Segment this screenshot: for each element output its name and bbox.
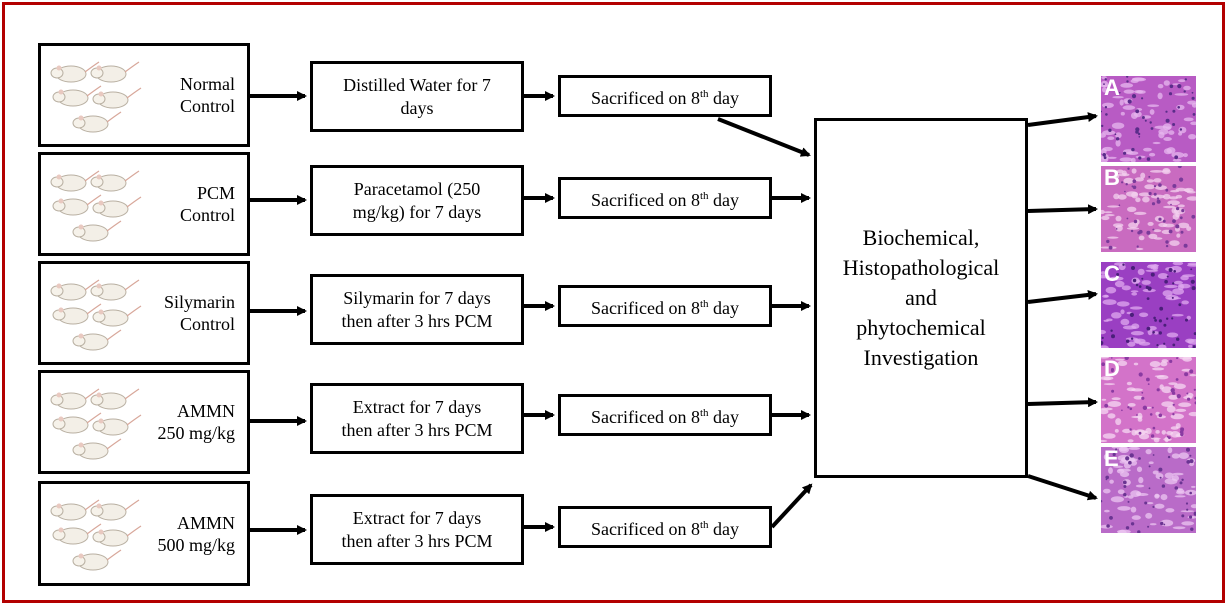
sacrifice-text: Sacrificed on 8 (590, 189, 700, 210)
treatment-line2: days (400, 97, 434, 118)
sacrifice-after: day (708, 87, 740, 108)
histology-letter: E (1104, 447, 1119, 471)
treatment-line1: Distilled Water for 7 (343, 74, 491, 95)
group-label-line1: AMMN (176, 512, 235, 533)
histology-letter: B (1104, 166, 1120, 190)
mice-icon (50, 61, 142, 133)
sacrifice-sup: th (699, 406, 709, 419)
mice-icon (50, 279, 142, 351)
histology-texture (1101, 447, 1196, 533)
histology-image-d: D (1101, 357, 1196, 443)
investigation-line3: and (905, 285, 937, 310)
group-label-line2: 250 mg/kg (157, 423, 235, 443)
sacrifice-text: Sacrificed on 8 (590, 297, 700, 318)
histology-texture (1101, 166, 1196, 252)
sacrifice-text: Sacrificed on 8 (590, 518, 700, 539)
sacrifice-box-pcm: Sacrificed on 8th day (558, 177, 772, 219)
histology-texture (1101, 357, 1196, 443)
histology-letter: C (1104, 262, 1120, 286)
mice-icon (50, 170, 142, 242)
group-label: AMMN 500 mg/kg (157, 484, 235, 583)
sacrifice-box-silymarin: Sacrificed on 8th day (558, 285, 772, 327)
group-box-silymarin-control: Silymarin Control (38, 261, 250, 365)
mice-icon (50, 388, 142, 460)
group-label: Silymarin Control (164, 264, 235, 362)
group-label-line2: Control (179, 314, 235, 334)
group-label-line2: Control (179, 205, 235, 225)
group-box-pcm-control: PCM Control (38, 152, 250, 256)
group-label: AMMN 250 mg/kg (157, 373, 235, 471)
investigation-box: Biochemical, Histopathological and phyto… (814, 118, 1028, 478)
treatment-line2: then after 3 hrs PCM (341, 530, 493, 551)
group-box-normal-control: Normal Control (38, 43, 250, 147)
treatment-line2: mg/kg) for 7 days (352, 201, 482, 222)
group-box-ammn-250: AMMN 250 mg/kg (38, 370, 250, 474)
sacrifice-after: day (708, 297, 740, 318)
treatment-line1: Extract for 7 days (352, 507, 482, 528)
group-label: PCM Control (180, 155, 235, 253)
histology-letter: D (1104, 357, 1120, 381)
group-label: Normal Control (180, 46, 235, 144)
sacrifice-text: Sacrificed on 8 (590, 87, 700, 108)
investigation-line1: Biochemical, (862, 225, 980, 250)
group-box-ammn-500: AMMN 500 mg/kg (38, 481, 250, 586)
treatment-line1: Silymarin for 7 days (343, 287, 491, 308)
sacrifice-box-ammn-500: Sacrificed on 8th day (558, 506, 772, 548)
treatment-line2: then after 3 hrs PCM (341, 419, 493, 440)
investigation-line2: Histopathological (842, 255, 1000, 280)
sacrifice-after: day (708, 189, 740, 210)
sacrifice-sup: th (699, 518, 709, 531)
group-label-line1: Silymarin (164, 292, 235, 312)
treatment-line1: Paracetamol (250 (353, 178, 481, 199)
treatment-line1: Extract for 7 days (352, 396, 482, 417)
treatment-line2: then after 3 hrs PCM (341, 310, 493, 331)
sacrifice-after: day (708, 518, 740, 539)
sacrifice-sup: th (699, 87, 709, 100)
histology-image-e: E (1101, 447, 1196, 533)
histology-image-c: C (1101, 262, 1196, 348)
histology-image-a: A (1101, 76, 1196, 162)
group-label-line1: AMMN (176, 401, 235, 421)
mice-icon (50, 499, 142, 571)
group-label-line2: 500 mg/kg (157, 534, 235, 555)
sacrifice-sup: th (699, 297, 709, 310)
sacrifice-box-ammn-250: Sacrificed on 8th day (558, 394, 772, 436)
sacrifice-box-normal: Sacrificed on 8th day (558, 75, 772, 117)
sacrifice-after: day (708, 406, 740, 427)
group-label-line1: Normal (180, 74, 235, 94)
histology-letter: A (1104, 76, 1120, 100)
group-label-line1: PCM (196, 183, 235, 203)
histology-texture (1101, 262, 1196, 348)
histology-texture (1101, 76, 1196, 162)
sacrifice-text: Sacrificed on 8 (590, 406, 700, 427)
histology-image-b: B (1101, 166, 1196, 252)
investigation-line4: phytochemical (856, 315, 986, 340)
investigation-line5: Investigation (863, 345, 979, 370)
group-label-line2: Control (179, 96, 235, 116)
sacrifice-sup: th (699, 189, 709, 202)
